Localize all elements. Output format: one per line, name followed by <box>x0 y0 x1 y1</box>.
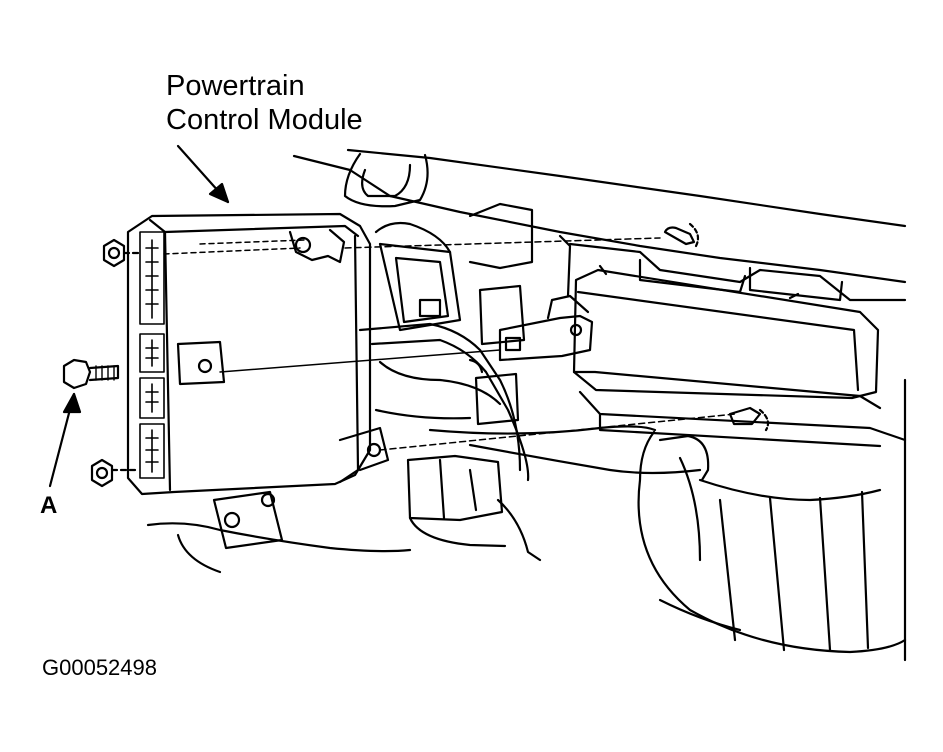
module-leader-arrow <box>176 144 230 204</box>
figure-id-label: G00052498 <box>42 655 157 680</box>
callout-a-arrow <box>48 392 82 488</box>
fastener-bolt-a <box>62 358 120 390</box>
pcm-module <box>126 212 390 550</box>
lower-connector <box>406 454 542 562</box>
right-component <box>568 222 907 448</box>
fastener-nut-top <box>102 238 140 268</box>
blower-housing <box>637 378 907 662</box>
module-label-line-2: Control Module <box>166 104 363 136</box>
pcm-connector-pins <box>139 231 165 479</box>
module-label-line-1: Powertrain <box>166 70 305 102</box>
wiring-harness <box>358 202 594 482</box>
dashboard-contour <box>146 148 907 574</box>
fastener-nut-bottom <box>90 458 140 488</box>
callout-a-label: A <box>40 492 58 519</box>
